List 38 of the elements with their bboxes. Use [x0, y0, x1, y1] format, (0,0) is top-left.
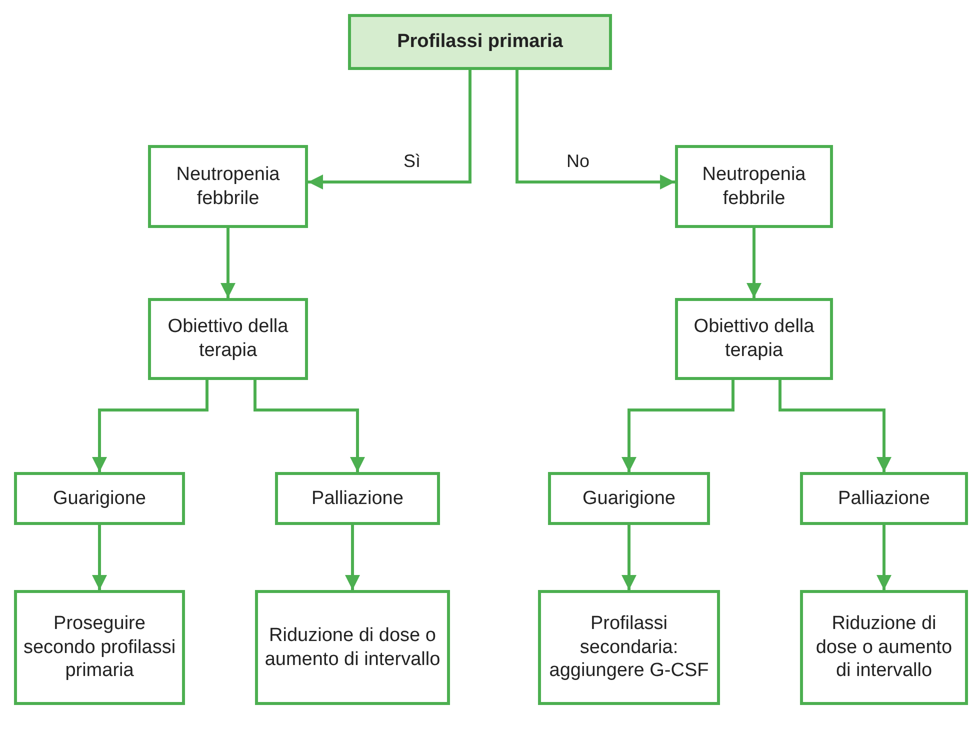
arrow: [622, 380, 734, 472]
title-box: [348, 14, 612, 70]
process-box: [255, 590, 450, 705]
arrow: [308, 70, 472, 190]
arrow: [876, 525, 892, 590]
process-box: [538, 590, 720, 705]
arrow: [345, 525, 360, 590]
process-box: [14, 472, 185, 525]
process-box: [800, 472, 968, 525]
box-text: Guarigione: [582, 486, 676, 510]
box-text: Palliazione: [838, 486, 930, 510]
box-text: Obiettivo della terapia: [166, 315, 290, 363]
arrow: [778, 380, 892, 472]
arrow: [746, 228, 762, 298]
box-text: Neutropenia febbrile: [175, 162, 281, 210]
arrow: [254, 380, 365, 472]
arrow: [92, 525, 107, 590]
process-box: [148, 145, 308, 228]
arrow: [516, 70, 675, 190]
arrow: [622, 525, 636, 590]
process-box: [800, 590, 968, 705]
box-text: Riduzione di dose o aumento di intervallo: [264, 624, 441, 672]
process-box: [14, 590, 185, 705]
process-box: [148, 298, 308, 380]
process-box: [675, 298, 833, 380]
process-box: [548, 472, 710, 525]
box-text: Riduzione di dose o aumento di intervallo: [814, 612, 954, 684]
box-text: Profilassi secondaria: aggiungere G-CSF: [548, 612, 710, 684]
arrow: [220, 228, 236, 298]
box-text: Obiettivo della terapia: [692, 315, 816, 363]
box-text: Proseguire secondo profilassi primaria: [23, 612, 176, 684]
arrow: [92, 380, 208, 472]
process-box: [675, 145, 833, 228]
box-text: Neutropenia febbrile: [701, 162, 807, 210]
box-text: Guarigione: [53, 486, 146, 510]
box-text: Palliazione: [312, 486, 404, 510]
box-text: Profilassi primaria: [397, 30, 563, 54]
process-box: [275, 472, 440, 525]
